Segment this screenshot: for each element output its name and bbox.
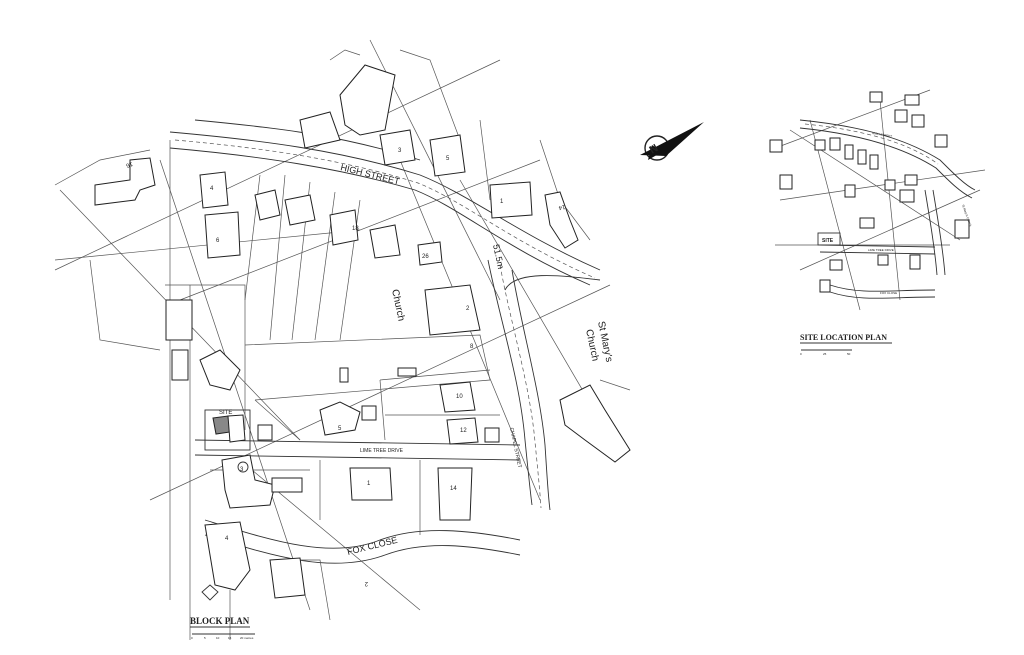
site-extension	[227, 414, 246, 443]
building	[349, 467, 393, 501]
spot-height-label: 51.5m	[491, 243, 506, 270]
building	[284, 194, 316, 226]
building	[339, 64, 396, 136]
site-location-plan-title: SITE LOCATION PLAN	[800, 333, 887, 342]
house-number: 2	[466, 306, 470, 312]
building	[424, 284, 481, 336]
building	[429, 134, 466, 177]
building	[299, 111, 341, 149]
building	[329, 209, 359, 246]
chapel-street-road	[487, 259, 601, 511]
block-plan-scale-bar: 0 5 10 15 20 metres	[191, 633, 255, 640]
building	[165, 299, 193, 341]
building	[397, 367, 417, 377]
scale-tick: 5	[204, 636, 206, 640]
house-number: 18	[352, 226, 359, 232]
house-number: 5	[338, 426, 342, 432]
building	[199, 349, 241, 391]
house-number: 8	[470, 344, 474, 350]
block-plan-title: BLOCK PLAN	[190, 616, 250, 626]
scale-tick: 15	[228, 636, 232, 640]
building	[257, 424, 273, 441]
site-label: SITE	[219, 410, 232, 416]
building	[271, 477, 303, 493]
scale-tick: 20 metres	[240, 636, 254, 640]
house-number: 26	[422, 254, 429, 260]
building	[489, 181, 533, 219]
house-number: 16	[124, 160, 133, 168]
buildings	[94, 64, 631, 599]
site-dwelling	[212, 415, 231, 435]
house-number: 3	[240, 467, 244, 473]
scale-tick: 10	[216, 636, 220, 640]
block-plan: HIGH STREET LIME TREE DRIVE FOX CLOSE CH…	[54, 39, 631, 640]
lime-tree-drive-label: LIME TREE DRIVE	[360, 448, 404, 454]
building	[439, 381, 476, 413]
building	[339, 367, 349, 383]
diamond-marker-icon	[201, 584, 219, 601]
scale-tick: 50	[847, 352, 851, 356]
plot-marker-icon	[237, 461, 249, 473]
chapel-street-label: CHAPEL STREET	[508, 427, 522, 468]
building	[254, 189, 281, 221]
building	[269, 557, 306, 599]
house-number: 10	[456, 394, 463, 400]
building	[379, 129, 416, 166]
building	[446, 417, 479, 445]
high-street-label: HIGH STREET	[340, 162, 402, 186]
scale-tick: 0	[800, 352, 802, 356]
location-map-lines	[769, 89, 986, 311]
north-arrow-icon: N	[640, 122, 704, 161]
site-boundary	[204, 409, 251, 451]
house-number: 4	[225, 536, 229, 542]
location-site-boundary	[817, 232, 841, 246]
building	[417, 241, 443, 266]
location-fox-close-label: FOX CLOSE	[880, 291, 897, 295]
fox-close-label: FOX CLOSE	[346, 535, 398, 557]
house-number: 3	[398, 148, 402, 154]
location-lime-tree-label: LIME TREE DRIVE	[868, 248, 894, 252]
house-number: 14	[557, 203, 565, 210]
building	[319, 401, 361, 436]
scale-tick: 0	[191, 636, 193, 640]
location-scale-bar: 0 25 50	[800, 349, 852, 356]
house-numbers: 4 6 3 5 1 5 10 12 1 14 4 2 2 8 3 18 26 1…	[124, 148, 565, 586]
house-number: 4	[210, 186, 214, 192]
plot-boundaries	[54, 49, 631, 640]
fox-close-road	[204, 519, 521, 564]
building	[171, 349, 189, 381]
building	[437, 467, 473, 521]
st-marys-church-building	[559, 384, 631, 463]
scale-tick: 25	[823, 352, 827, 356]
building	[199, 171, 229, 209]
location-site-label: SITE	[822, 238, 834, 244]
house-number: 1	[500, 199, 504, 205]
location-map-buildings	[769, 91, 970, 293]
location-church-label: St Mary's Church	[961, 204, 973, 227]
building	[369, 224, 401, 259]
building	[221, 454, 276, 509]
site-location-plan: SITE HIGH STREET LIME TREE DRIVE FOX CLO…	[769, 89, 986, 356]
building	[484, 427, 500, 443]
house-number: 14	[450, 486, 457, 492]
house-number: 2	[364, 580, 368, 586]
location-high-street-label: HIGH STREET	[872, 131, 893, 138]
house-number: 5	[446, 156, 450, 162]
building	[544, 191, 579, 249]
house-number: 12	[460, 428, 467, 434]
house-number: 1	[367, 481, 371, 487]
building	[361, 405, 377, 421]
house-number: 6	[216, 238, 220, 244]
building	[94, 157, 156, 206]
building	[204, 211, 241, 259]
building	[204, 521, 251, 591]
church-label: Church	[389, 288, 406, 322]
